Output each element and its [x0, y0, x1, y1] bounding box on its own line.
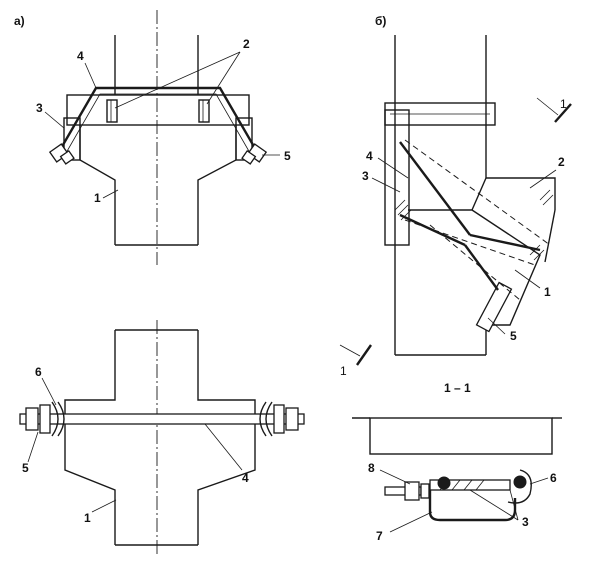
callout-b-5: 5	[510, 329, 517, 343]
callout-a-bottom-6: 6	[35, 365, 42, 379]
callout-b-4: 4	[366, 149, 373, 163]
callout-a-bottom-5: 5	[22, 461, 29, 475]
panel-b-view	[339, 35, 572, 366]
callout-b-3: 3	[362, 169, 369, 183]
panel-a-top-view	[44, 10, 280, 265]
callout-s-7: 7	[376, 529, 383, 543]
callout-a-top-1: 1	[94, 191, 101, 205]
section-mark-bottom: 1	[340, 364, 347, 378]
callout-a-top-2: 2	[243, 37, 250, 51]
callout-a-top-4: 4	[77, 49, 84, 63]
callout-a-bottom-4: 4	[242, 471, 249, 485]
section-mark-top: 1	[560, 97, 567, 111]
panel-a-label: a)	[14, 14, 25, 28]
callout-a-top-3: 3	[36, 101, 43, 115]
callout-a-top-5: 5	[284, 149, 291, 163]
callout-b-2: 2	[558, 155, 565, 169]
callout-s-6: 6	[550, 471, 557, 485]
panel-a-bottom-view	[19, 320, 305, 555]
callout-s-8: 8	[368, 461, 375, 475]
callout-b-1: 1	[544, 285, 551, 299]
section-label: 1 – 1	[444, 381, 471, 395]
callout-s-3: 3	[522, 515, 529, 529]
section-1-1	[352, 417, 562, 533]
panel-b-label: б)	[375, 14, 386, 28]
callout-a-bottom-1: 1	[84, 511, 91, 525]
